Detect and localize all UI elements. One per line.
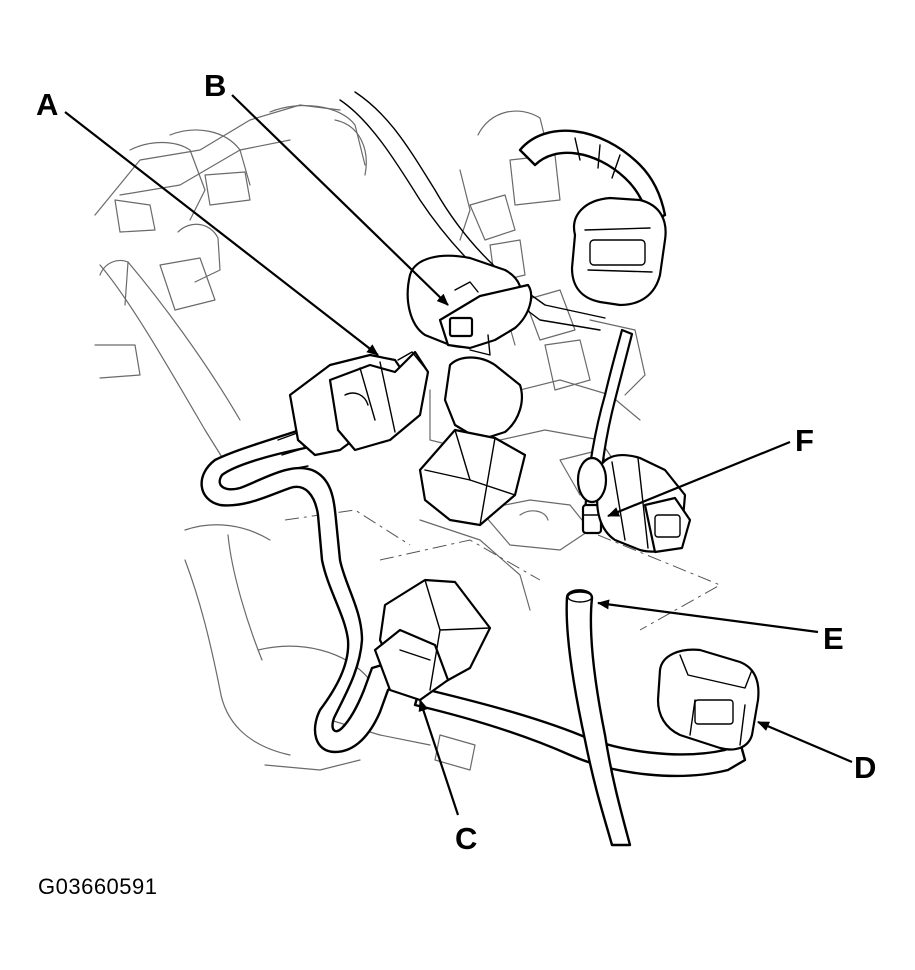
leader-e bbox=[597, 599, 819, 634]
leader-a bbox=[64, 111, 379, 356]
connector-c bbox=[373, 578, 492, 702]
wire-harness bbox=[200, 428, 402, 754]
callout-label-d: D bbox=[854, 750, 877, 785]
dashed-routing-lines bbox=[284, 509, 722, 631]
callout-label-f: F bbox=[795, 423, 814, 458]
upper-right-connector bbox=[518, 129, 667, 307]
leader-c bbox=[418, 699, 460, 816]
center-component bbox=[418, 356, 527, 527]
figure-code: G03660591 bbox=[38, 874, 158, 899]
engine-background bbox=[94, 104, 646, 771]
leader-d bbox=[757, 720, 853, 764]
callout-label-b: B bbox=[204, 68, 227, 103]
leader-b bbox=[231, 94, 449, 306]
leader-f bbox=[607, 440, 791, 518]
connector-a bbox=[288, 350, 430, 457]
callout-label-e: E bbox=[823, 621, 844, 656]
callout-label-c: C bbox=[455, 821, 478, 856]
lower-harness bbox=[413, 686, 747, 778]
callout-label-a: A bbox=[36, 87, 59, 122]
connector-d bbox=[656, 648, 760, 751]
vacuum-hose bbox=[565, 589, 632, 847]
connector-b bbox=[406, 254, 533, 356]
callout-leaders bbox=[64, 94, 853, 816]
